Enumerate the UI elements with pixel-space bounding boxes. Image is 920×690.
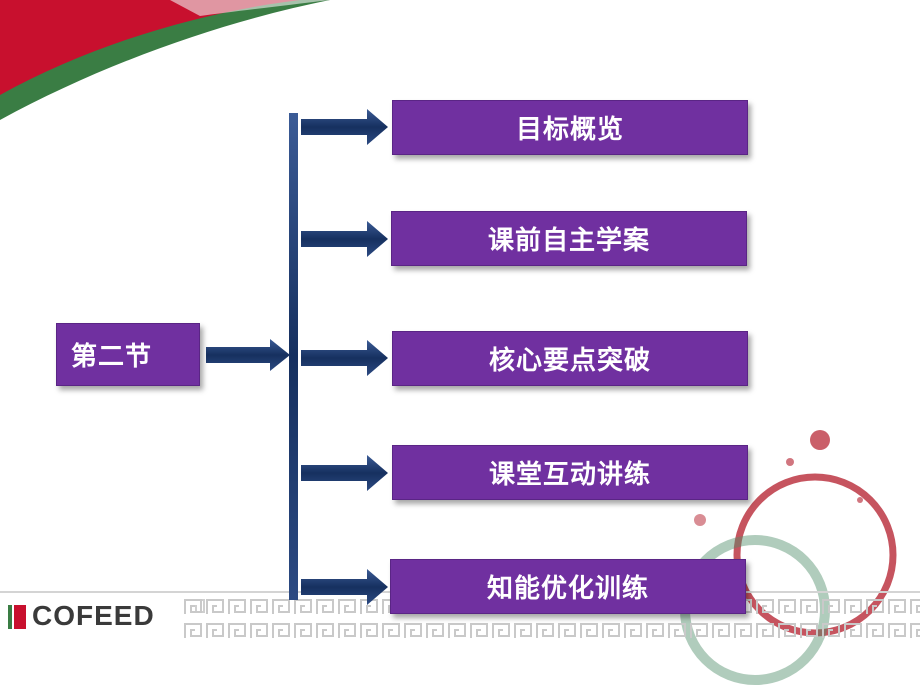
logo-mark-icon [8, 601, 26, 631]
pattern-tile [184, 599, 202, 614]
pattern-tile [360, 623, 378, 638]
pattern-tile [558, 623, 576, 638]
pattern-tile [492, 623, 510, 638]
pattern-tile [910, 623, 920, 638]
arrow-item-4 [301, 455, 388, 491]
item-label-5: 知能优化训练 [486, 574, 649, 604]
pattern-tile [778, 599, 796, 614]
pattern-tile [206, 599, 224, 614]
pattern-tile [382, 623, 400, 638]
pattern-tile [602, 623, 620, 638]
pattern-tile [734, 623, 752, 638]
pattern-tile [690, 623, 708, 638]
pattern-tile [448, 623, 466, 638]
arrow-item-1 [301, 109, 388, 145]
pattern-tile [360, 599, 378, 614]
pattern-tile [228, 599, 246, 614]
item-box-3[interactable]: 核心要点突破 [392, 331, 748, 386]
cofeed-logo: COFEED [8, 597, 155, 635]
pattern-tile [756, 599, 774, 614]
pattern-tile [228, 623, 246, 638]
pattern-tile [272, 599, 290, 614]
pattern-tile [778, 623, 796, 638]
pattern-tile [888, 623, 906, 638]
pattern-tile [250, 623, 268, 638]
section-box[interactable]: 第二节 [56, 323, 200, 386]
item-box-1[interactable]: 目标概览 [392, 100, 748, 155]
pattern-tile [822, 623, 840, 638]
pattern-tile [426, 623, 444, 638]
pattern-tile [844, 623, 862, 638]
logo-text: COFEED [32, 600, 155, 631]
pattern-tile [316, 623, 334, 638]
item-box-5[interactable]: 知能优化训练 [390, 559, 746, 614]
pattern-tile [184, 623, 202, 638]
vertical-connector [289, 113, 298, 600]
pattern-tile [250, 599, 268, 614]
pattern-tile [756, 623, 774, 638]
pattern-tile [800, 599, 818, 614]
pattern-tile [294, 623, 312, 638]
pattern-tile [316, 599, 334, 614]
arrow-item-5 [301, 569, 388, 605]
pattern-tile [888, 599, 906, 614]
pattern-tile [272, 623, 290, 638]
pattern-tile [470, 623, 488, 638]
ink-circles [680, 430, 897, 685]
pattern-tile [712, 623, 730, 638]
arrow-item-2 [301, 221, 388, 257]
pattern-tile [646, 623, 664, 638]
item-label-4: 课堂互动讲练 [488, 460, 651, 490]
pattern-tile [514, 623, 532, 638]
item-box-4[interactable]: 课堂互动讲练 [392, 445, 748, 500]
pattern-tile [844, 599, 862, 614]
pattern-tile [404, 623, 422, 638]
item-label-1: 目标概览 [515, 115, 624, 145]
pattern-tile [822, 599, 840, 614]
pattern-tile [668, 623, 686, 638]
item-box-2[interactable]: 课前自主学案 [391, 211, 747, 266]
pattern-tile [338, 623, 356, 638]
pattern-tile [624, 623, 642, 638]
pattern-tile [866, 623, 884, 638]
top-swoosh-red [0, 0, 300, 95]
pattern-tile [580, 623, 598, 638]
pattern-tile [910, 599, 920, 614]
pattern-tile [338, 599, 356, 614]
item-label-3: 核心要点突破 [488, 346, 651, 376]
pattern-tile [866, 599, 884, 614]
pattern-tile [206, 623, 224, 638]
top-swoosh-shine [170, 0, 330, 16]
arrow-item-3 [301, 340, 388, 376]
item-label-2: 课前自主学案 [487, 226, 650, 256]
arrow-main [206, 339, 290, 371]
section-label: 第二节 [71, 342, 153, 372]
pattern-tile [800, 623, 818, 638]
pattern-tile [536, 623, 554, 638]
